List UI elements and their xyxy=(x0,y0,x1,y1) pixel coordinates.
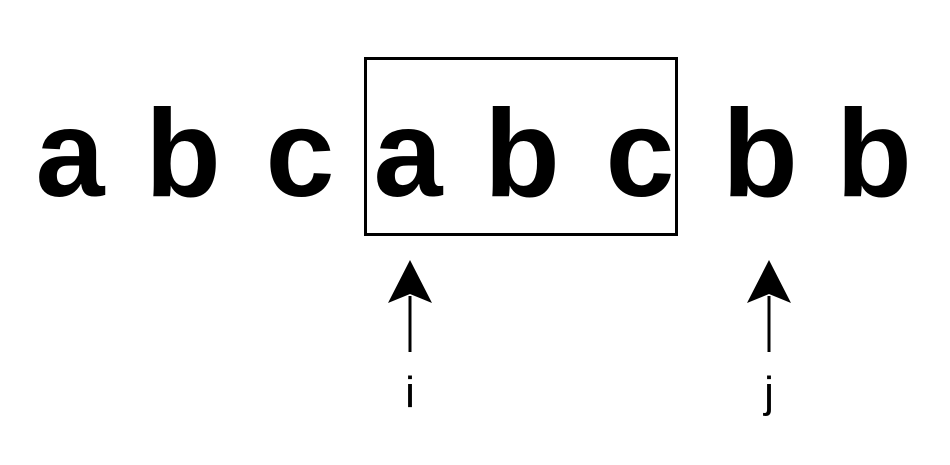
pointer-label-j: j xyxy=(764,368,774,417)
char-7: b xyxy=(836,85,912,223)
pointer-label-i: i xyxy=(405,368,415,417)
char-2: c xyxy=(265,85,335,223)
pointer-j-arrow-icon xyxy=(747,260,791,352)
char-1: b xyxy=(145,85,221,223)
char-0: a xyxy=(35,85,105,223)
char-4: b xyxy=(484,85,560,223)
pointer-i-arrow-icon xyxy=(388,260,432,352)
char-5: c xyxy=(605,85,675,223)
char-6: b xyxy=(722,85,798,223)
window-box xyxy=(364,57,678,236)
char-3: a xyxy=(373,85,443,223)
